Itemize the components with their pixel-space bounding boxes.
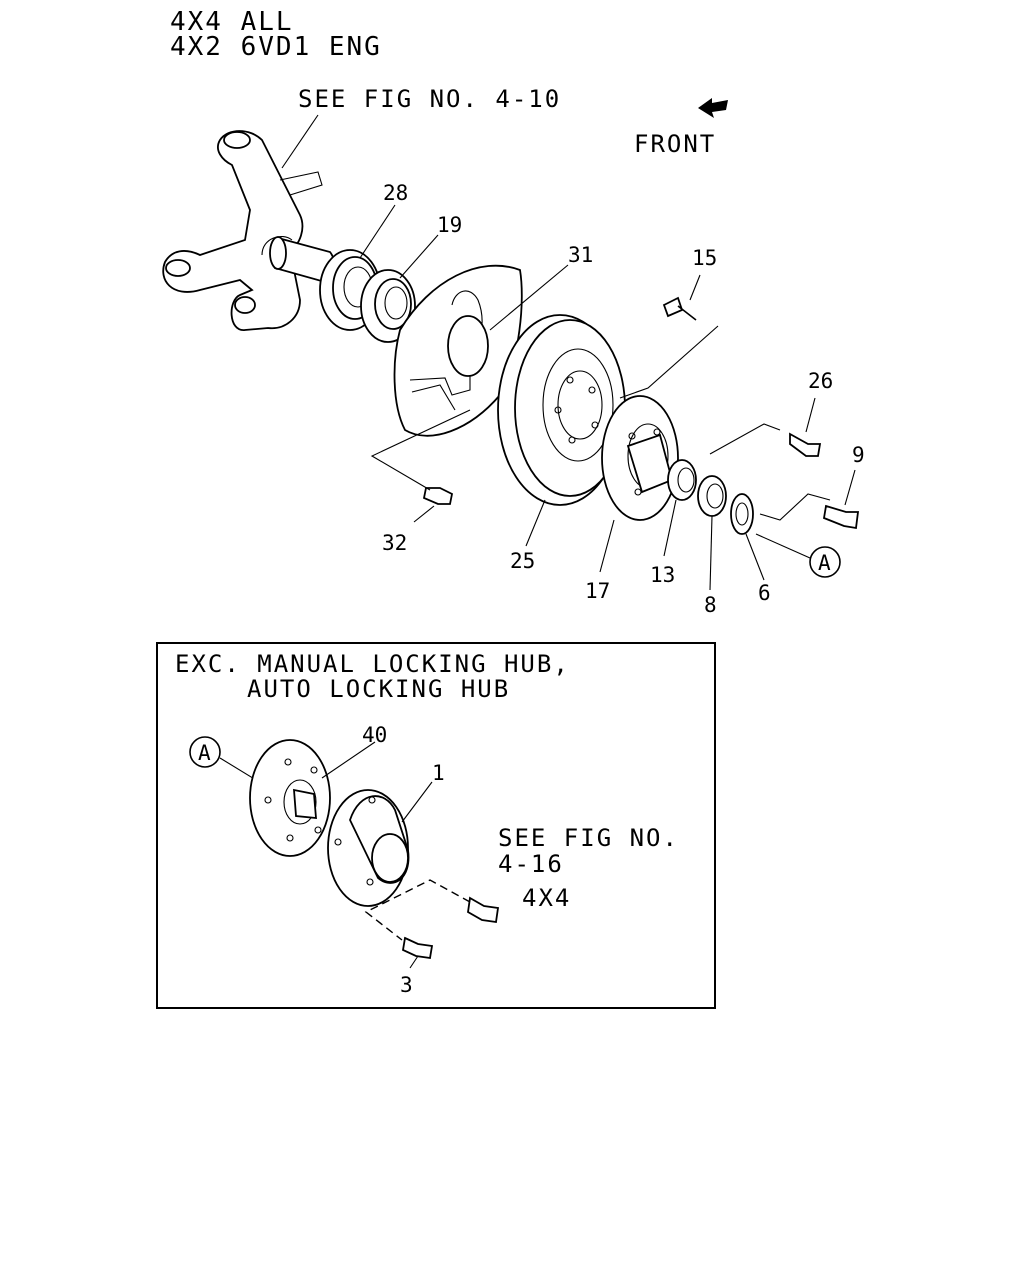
hub-bearing-13 [667,459,697,501]
lock-nut-8 [697,475,727,517]
reference-marker-a-top-label: A [818,551,831,575]
leader-A-inset [219,757,257,781]
inset-box [156,642,716,1009]
leader-A-top [755,533,811,559]
callout-26: 26 [808,369,833,393]
reference-marker-a-inset-label: A [198,741,211,765]
callout-25: 25 [510,549,535,573]
leader-17 [599,519,615,573]
inset-title-line-1: EXC. MANUAL LOCKING HUB, [175,650,570,678]
callout-1: 1 [432,761,445,785]
front-label: FRONT [634,130,716,158]
callout-40: 40 [362,723,387,747]
connector-15 [619,325,719,399]
leader-15 [689,274,701,301]
connector-inset-bolts [364,879,471,941]
leader-1 [401,781,433,823]
callout-8: 8 [704,593,717,617]
see-fig-reference-top: SEE FIG NO. 4-10 [298,85,561,113]
leader-26 [805,397,816,433]
bolt-3 [401,936,434,960]
connector-26 [709,423,781,455]
bolt-4x4 [467,896,500,924]
front-direction-arrow-icon [698,98,728,118]
reference-marker-a-inset [189,736,221,768]
callout-17: 17 [585,579,610,603]
connector-32 [370,409,471,491]
bolt-15 [662,296,697,321]
header-line-2: 4X2 6VD1 ENG [170,32,382,62]
bolt-9 [822,504,860,530]
leader-9 [844,469,856,506]
see-fig-reference-inset-line-1: SEE FIG NO. [498,824,679,852]
leader-13 [663,499,677,557]
brake-rotor-25 [497,314,626,506]
steering-knuckle [162,130,336,331]
free-wheel-flange-40 [249,739,331,857]
header-line-1: 4X4 ALL [170,7,294,37]
leader-40 [321,741,376,779]
callout-28: 28 [383,181,408,205]
callout-13: 13 [650,563,675,587]
bolt-32 [422,487,454,505]
leader-28 [359,204,396,259]
callout-32: 32 [382,531,407,555]
see-fig-leader [281,114,319,169]
bearing-inner-19 [360,269,416,343]
callout-9: 9 [852,443,865,467]
hub-cap-1 [327,789,410,907]
callout-15: 15 [692,246,717,270]
leader-19 [399,234,439,279]
leader-25 [525,499,546,547]
callout-19: 19 [437,213,462,237]
leader-3 [409,955,419,969]
see-fig-reference-inset-line-2: 4-16 [498,850,564,878]
callout-6: 6 [758,581,771,605]
leader-6 [745,533,765,581]
hub-flange-17 [601,395,679,521]
leader-31 [489,264,569,331]
connector-9 [759,493,831,521]
inset-title-line-2: AUTO LOCKING HUB [247,675,510,703]
bolt-26 [789,432,822,457]
reference-marker-a-top [809,546,841,578]
callout-31: 31 [568,243,593,267]
dust-shield-31 [393,264,523,437]
lock-washer-6 [730,493,754,535]
variant-label-4x4: 4X4 [522,884,571,912]
leader-8 [709,515,713,591]
leader-32 [413,505,435,523]
callout-3: 3 [400,973,413,997]
